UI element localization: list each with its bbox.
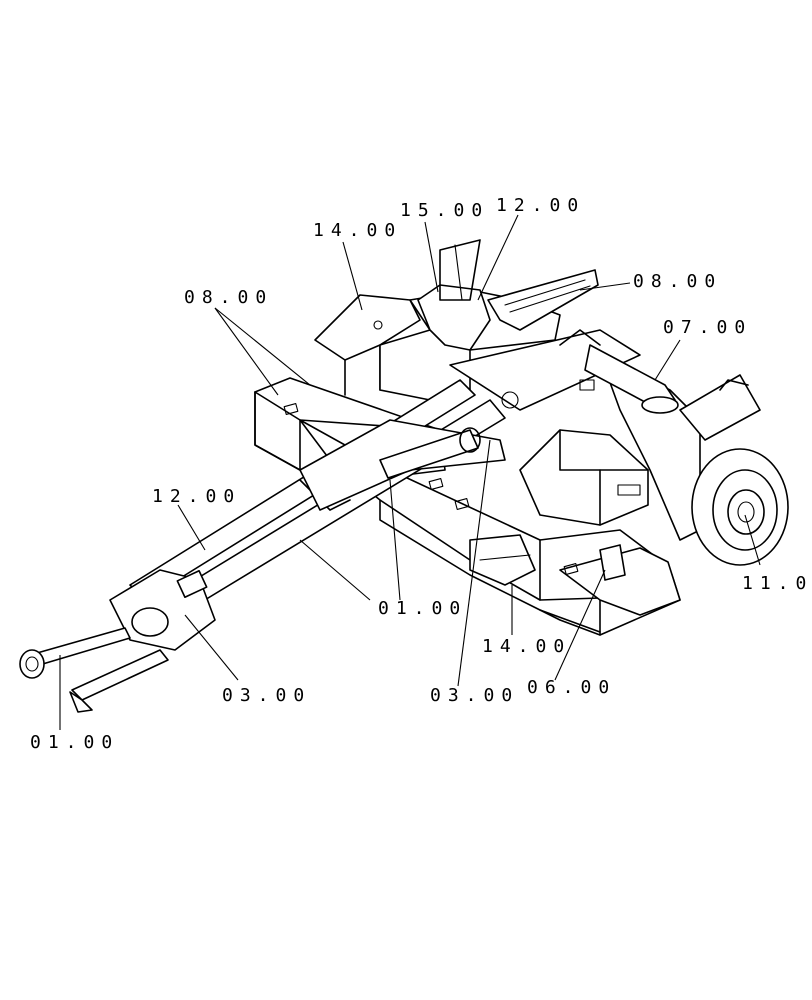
wheel-drawing <box>691 448 789 566</box>
callout-03-00-left: 03.00 <box>222 685 311 706</box>
callout-01-00-left: 01.00 <box>30 732 119 753</box>
callout-03-00-center: 03.00 <box>430 685 519 706</box>
callout-08-00-right: 08.00 <box>633 271 722 292</box>
callout-labels: 15.00 12.00 14.00 08.00 08.00 07.00 12.0… <box>30 195 812 753</box>
callout-07-00: 07.00 <box>663 317 752 338</box>
callout-11-0: 11.0 <box>742 573 812 594</box>
callout-14-00-bottom: 14.00 <box>482 636 571 657</box>
callout-01-00-center: 01.00 <box>378 598 467 619</box>
callout-14-00-top: 14.00 <box>313 220 402 241</box>
callout-12-00-left: 12.00 <box>152 486 241 507</box>
callout-08-00-left: 08.00 <box>184 287 273 308</box>
mower-frame-drawing <box>19 239 789 713</box>
callout-15-00: 15.00 <box>400 200 489 221</box>
callout-06-00: 06.00 <box>527 677 616 698</box>
callout-12-00-top: 12.00 <box>496 195 585 216</box>
leader-lines <box>59 214 761 730</box>
